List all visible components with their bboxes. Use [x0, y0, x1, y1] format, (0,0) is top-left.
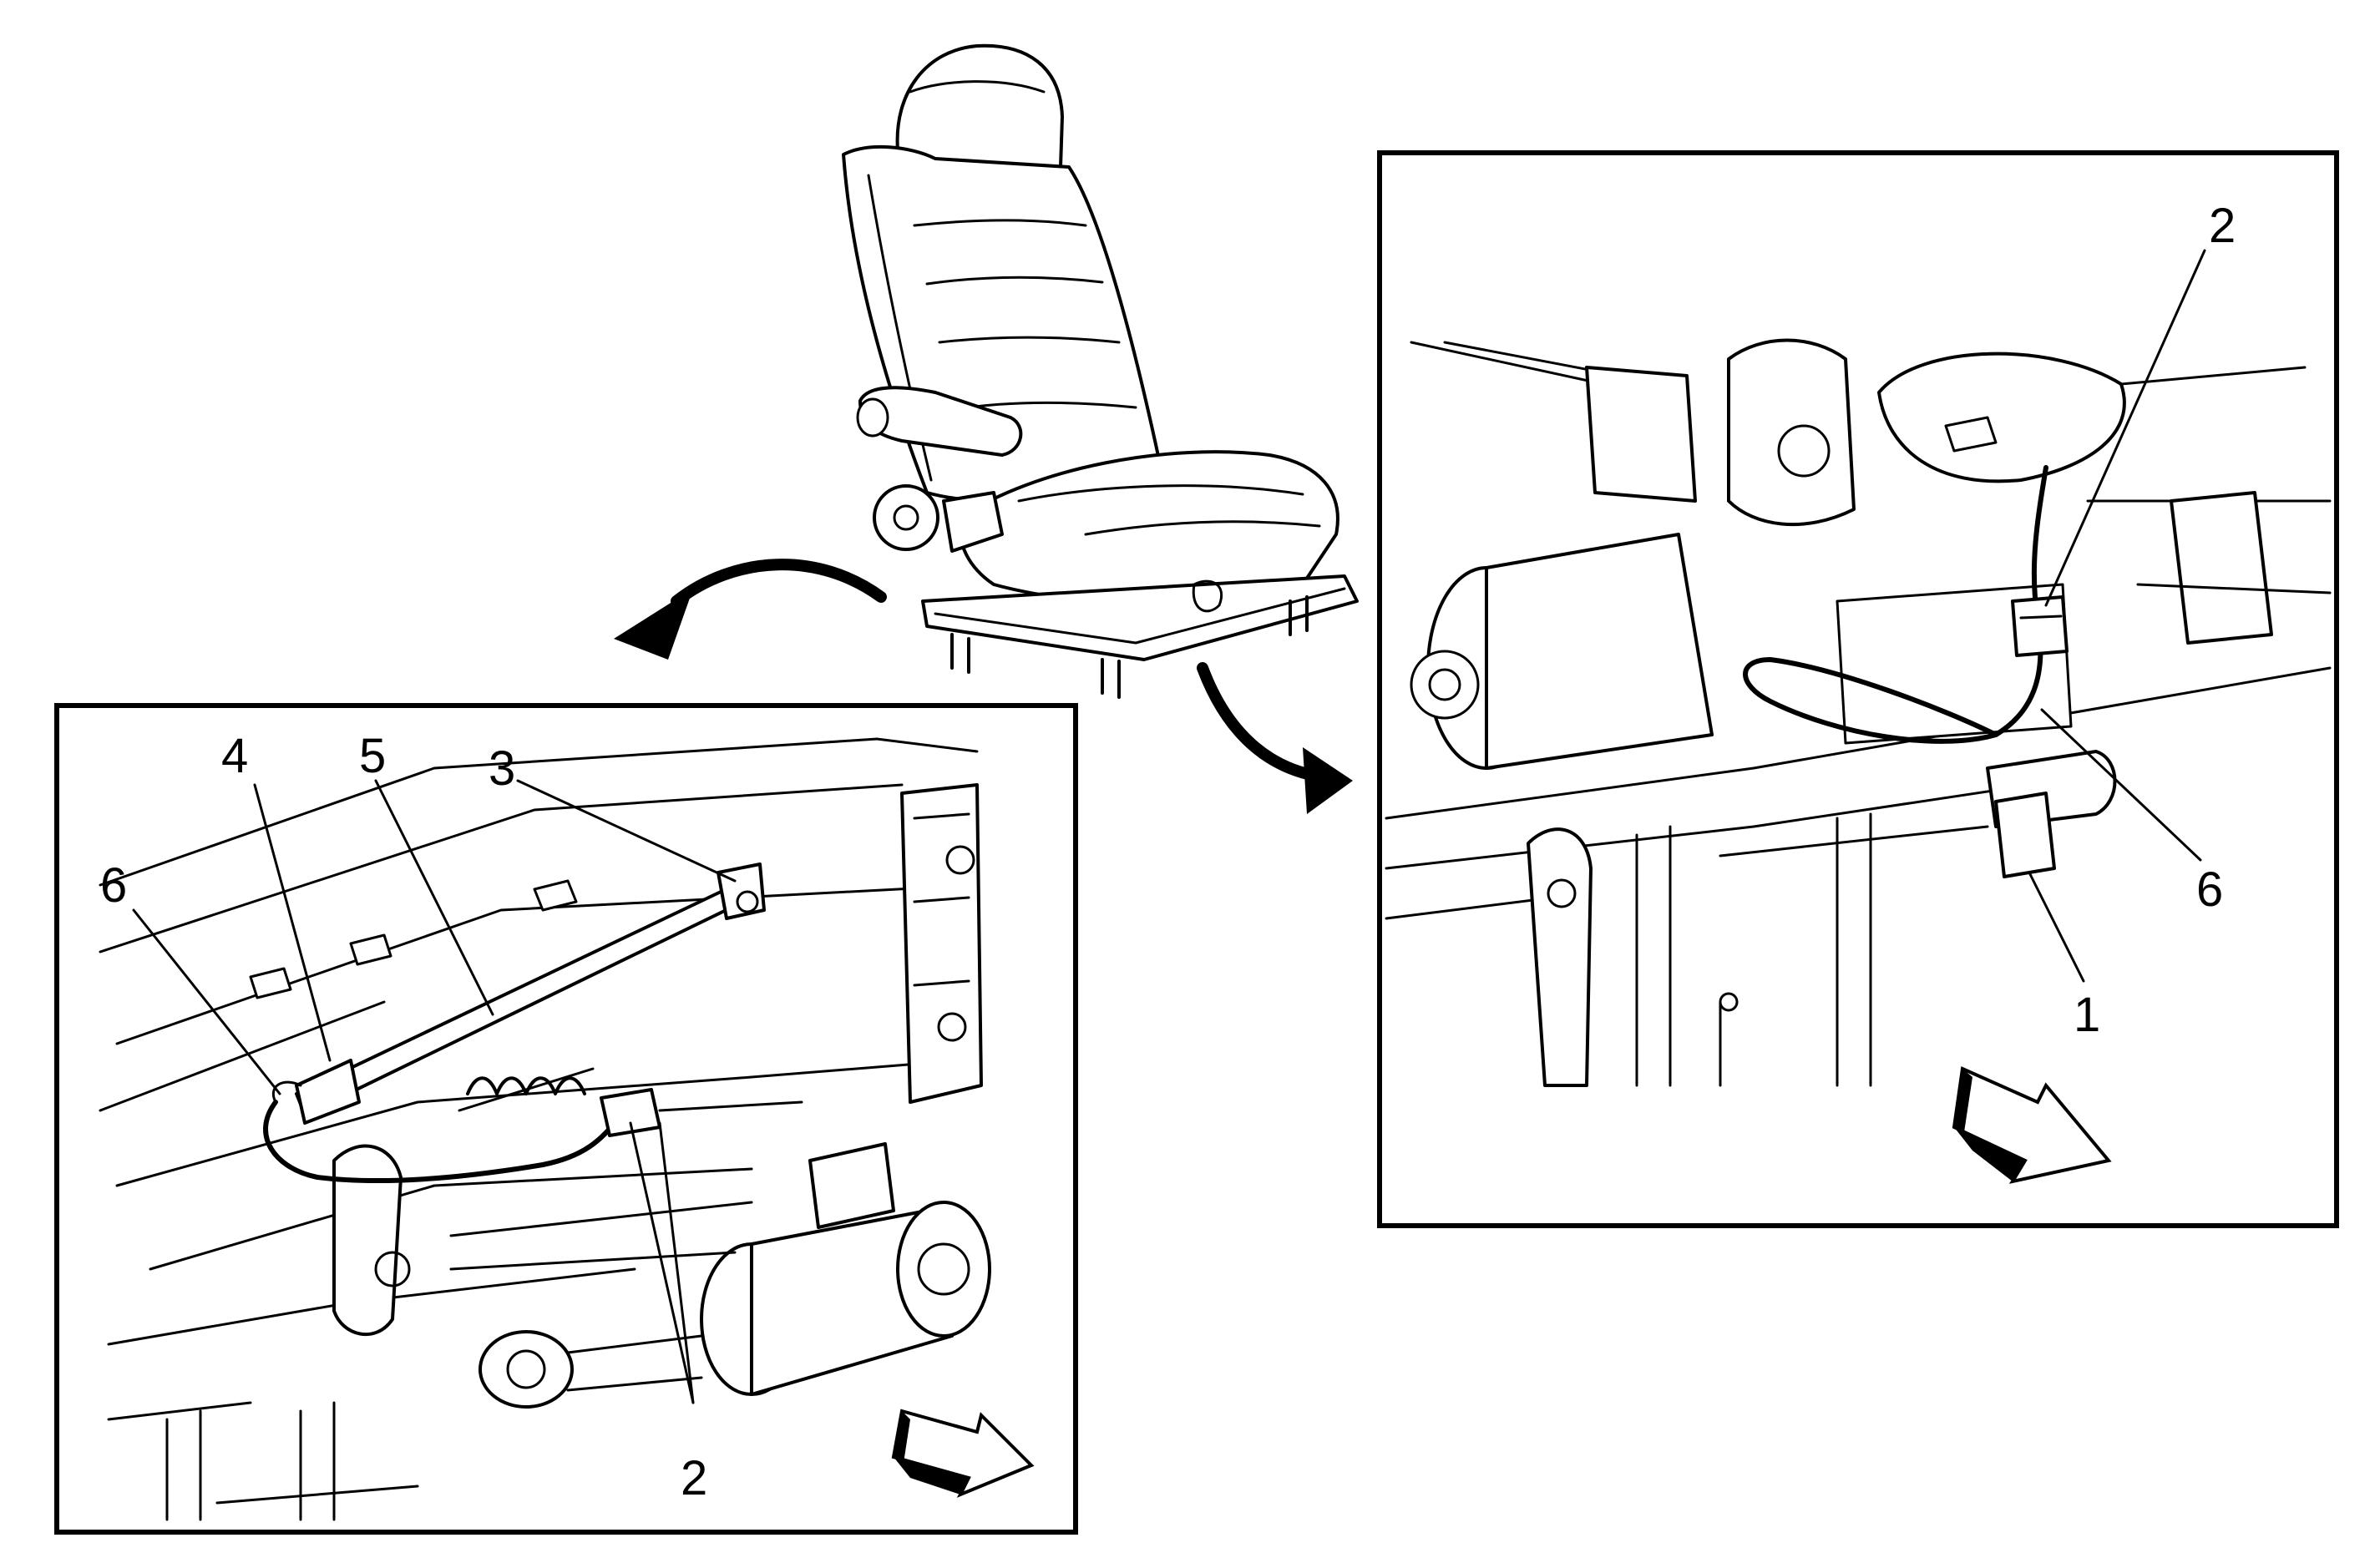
leader-lines-right — [1719, 249, 2206, 983]
sensor-clip — [1994, 792, 2056, 878]
callout-2: 2 — [2209, 199, 2236, 253]
callout-6: 6 — [100, 858, 127, 913]
callout-6: 6 — [2196, 862, 2223, 917]
callout-2: 2 — [681, 1451, 707, 1505]
seat-illustration — [842, 43, 1359, 699]
callout-5: 5 — [359, 729, 386, 783]
right-detail-panel: 2 6 1 — [1377, 150, 2339, 1228]
leader-lines-left — [132, 779, 737, 1404]
callout-4: 4 — [221, 729, 248, 783]
left-detail-panel: 4 5 3 6 2 — [54, 703, 1078, 1535]
callout-3: 3 — [489, 741, 515, 796]
sensor-rod — [295, 862, 766, 1125]
wiring-harness-left — [263, 1080, 620, 1184]
left-panel-linework — [99, 737, 991, 1521]
direction-arrow-left-panel — [891, 1409, 1035, 1498]
harness-connector-right — [2011, 595, 2069, 657]
curved-arrow-left — [614, 559, 887, 660]
curved-arrow-right — [1197, 662, 1353, 814]
callout-1: 1 — [2074, 988, 2100, 1042]
direction-arrow-right-panel — [1952, 1066, 2112, 1184]
